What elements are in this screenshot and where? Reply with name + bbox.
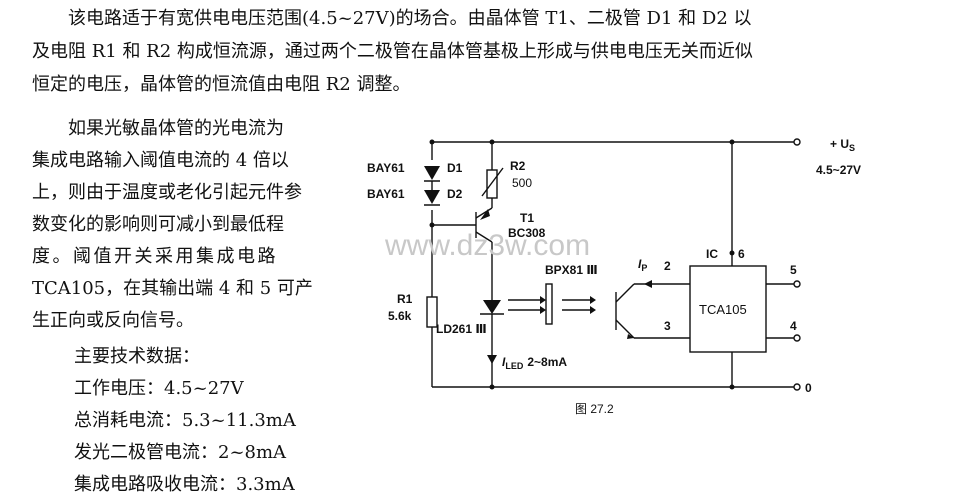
body-line-5: 度。阈值开关采用集成电路 bbox=[32, 246, 278, 267]
spec-item: 工作电压：4.5~27V bbox=[74, 378, 244, 399]
intro-line-1: 该电路适于有宽供电电压范围(4.5~27V)的场合。由晶体管 T1、二极管 D1… bbox=[68, 8, 752, 29]
bpx-label: BPX81 Ⅲ bbox=[545, 263, 598, 277]
intro-line-2: 及电阻 R1 和 R2 构成恒流源，通过两个二极管在晶体管基极上形成与供电电压无… bbox=[32, 41, 753, 62]
ip-label: IP bbox=[638, 257, 647, 273]
watermark: www.dz3w.com bbox=[384, 229, 590, 262]
r2-value: 500 bbox=[512, 176, 532, 190]
body-line-3: 上，则由于温度或老化引起元件参 bbox=[32, 182, 302, 203]
pin-6: 6 bbox=[738, 247, 745, 261]
t1-type: BC308 bbox=[508, 226, 546, 240]
ic-part: TCA105 bbox=[699, 302, 747, 317]
us-range: 4.5~27V bbox=[816, 163, 861, 177]
pin-2: 2 bbox=[664, 259, 671, 273]
r1-name: R1 bbox=[397, 292, 413, 306]
ground-label: 0 bbox=[805, 381, 812, 395]
ic-label: IC bbox=[706, 247, 718, 261]
body-line-1: 如果光敏晶体管的光电流为 bbox=[68, 118, 284, 139]
d1-type: BAY61 bbox=[367, 161, 405, 175]
pin-5: 5 bbox=[790, 263, 797, 277]
d1-name: D1 bbox=[447, 161, 463, 175]
pin-4: 4 bbox=[790, 319, 797, 333]
specs-heading: 主要技术数据： bbox=[74, 346, 200, 367]
body-line-2: 集成电路输入阈值电流的 4 倍以 bbox=[32, 150, 289, 171]
d2-name: D2 bbox=[447, 187, 463, 201]
r1-value: 5.6k bbox=[388, 309, 412, 323]
spec-item: 集成电路吸收电流：3.3mA bbox=[74, 474, 295, 495]
intro-line-3: 恒定的电压，晶体管的恒流值由电阻 R2 调整。 bbox=[32, 74, 411, 95]
body-line-6: TCA105，在其输出端 4 和 5 可产 bbox=[32, 278, 313, 299]
us-label: + US bbox=[830, 137, 855, 153]
r2-name: R2 bbox=[510, 159, 526, 173]
body-line-4: 数变化的影响则可减小到最低程 bbox=[32, 214, 284, 235]
pin-3: 3 bbox=[664, 319, 671, 333]
led-name: LD261 Ⅲ bbox=[436, 322, 487, 336]
figure-caption: 图 27.2 bbox=[575, 402, 614, 416]
t1-name: T1 bbox=[520, 211, 534, 225]
body-line-7: 生正向或反向信号。 bbox=[32, 310, 194, 331]
d2-type: BAY61 bbox=[367, 187, 405, 201]
spec-item: 发光二极管电流：2~8mA bbox=[74, 442, 287, 463]
spec-item: 总消耗电流：5.3~11.3mA bbox=[74, 410, 296, 431]
